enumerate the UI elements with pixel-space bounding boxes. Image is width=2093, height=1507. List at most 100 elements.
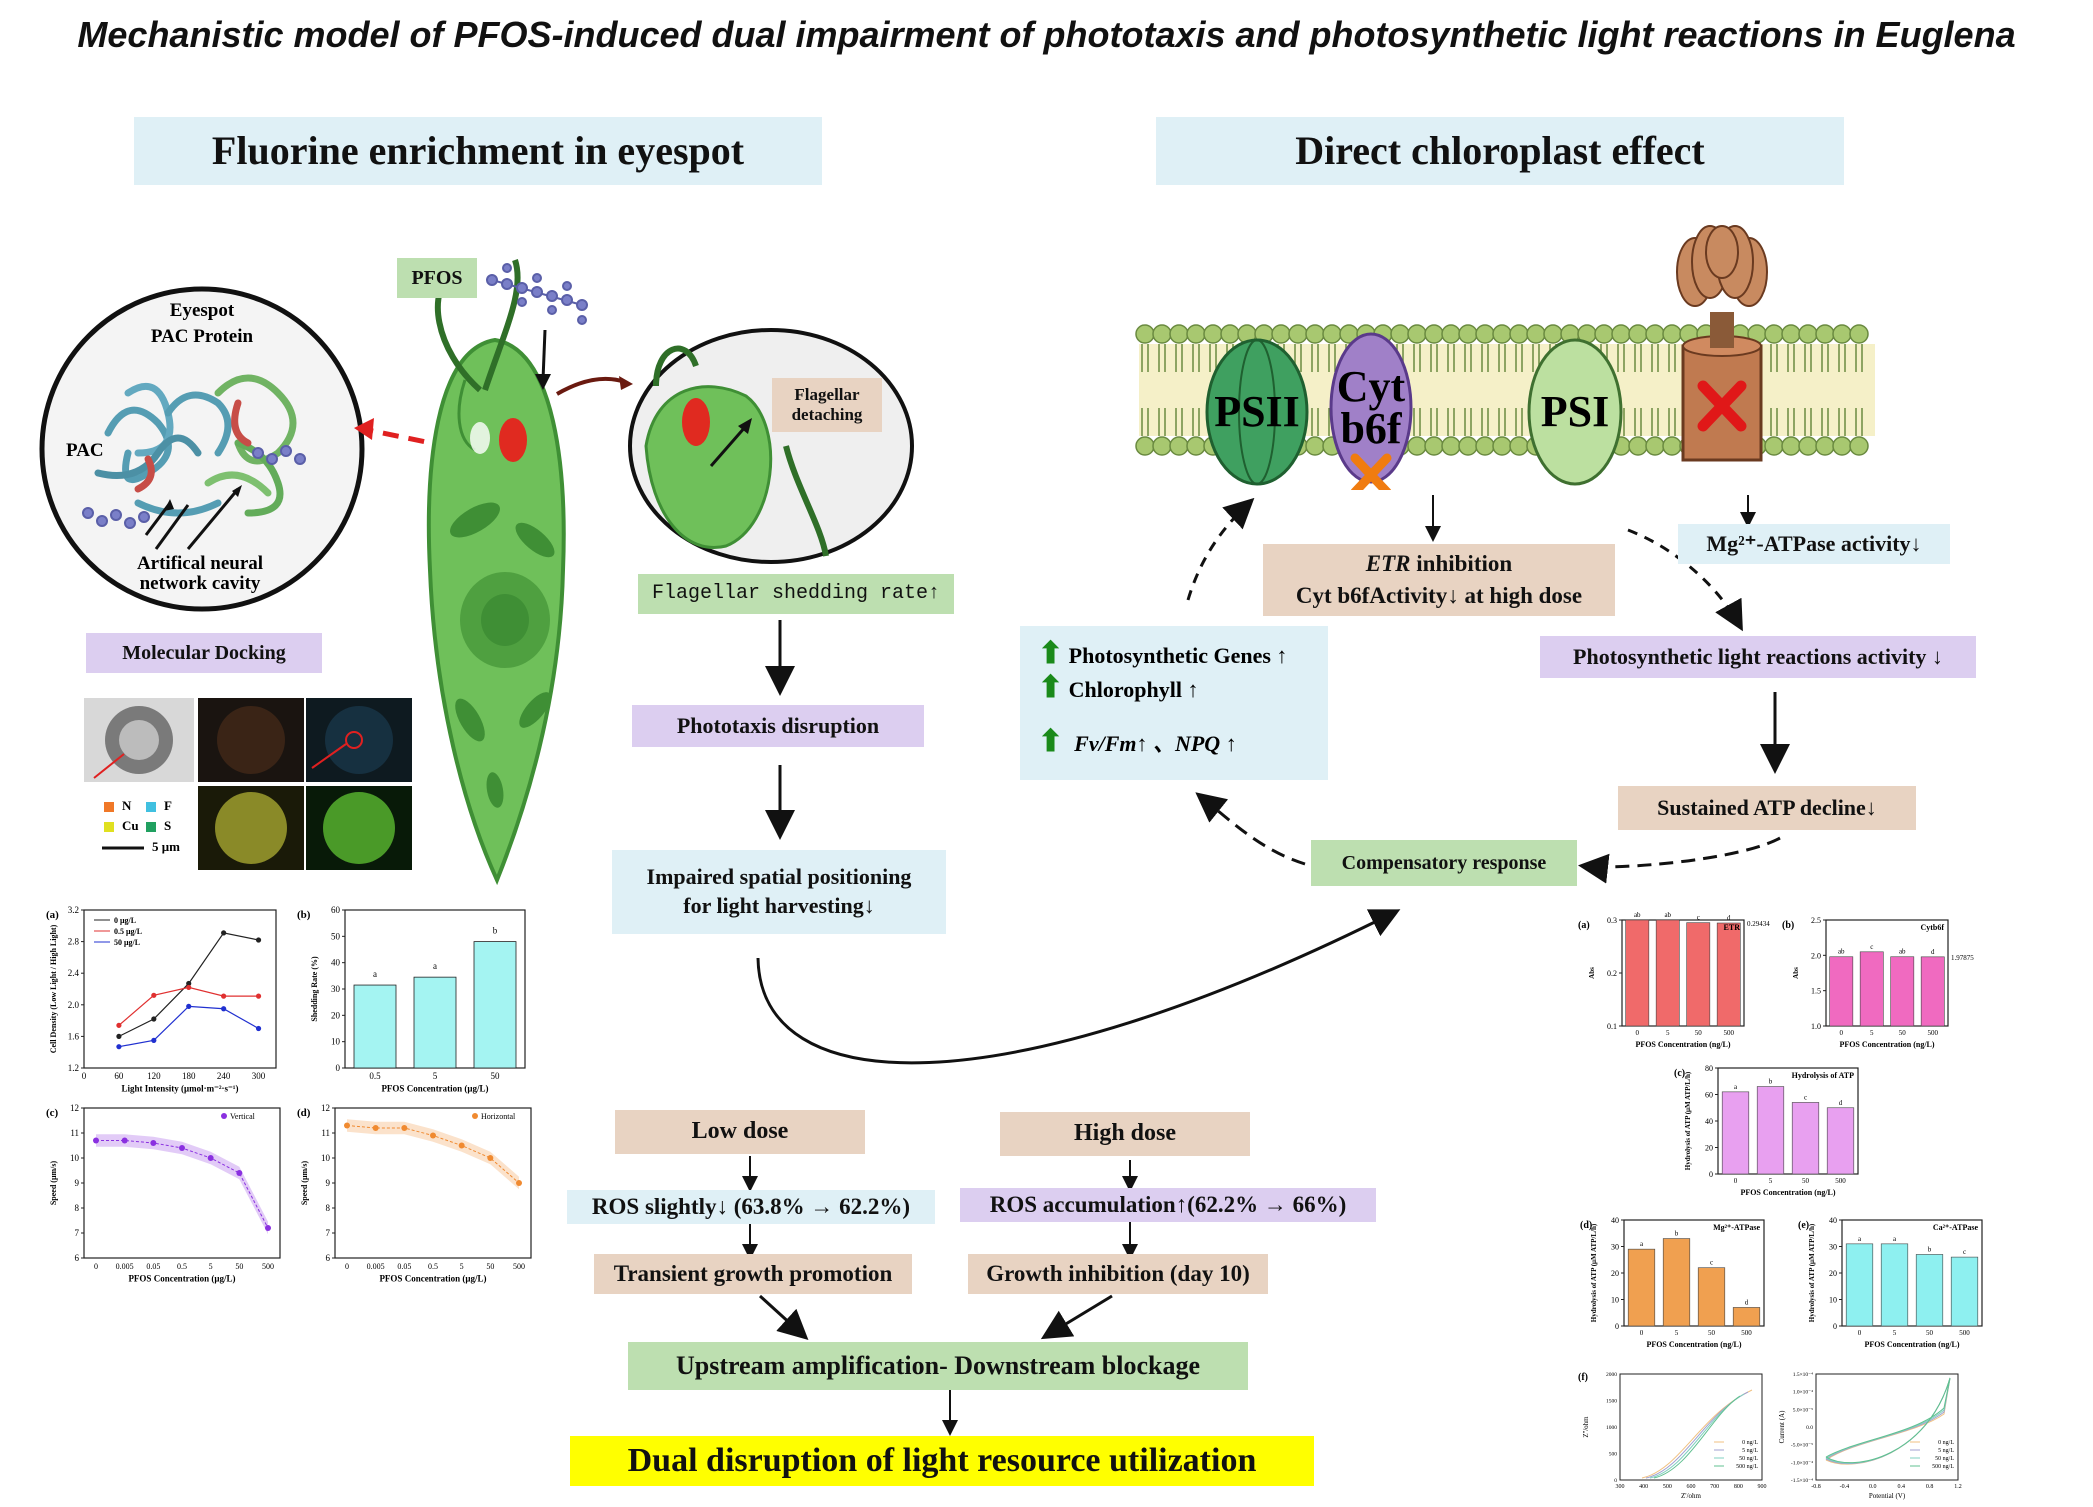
ros-high-box: ROS accumulation↑(62.2% → 66%)	[960, 1188, 1376, 1222]
x-axis-label: PFOS Concentration (ng/L)	[1740, 1188, 1835, 1197]
x-tick-label: 180	[182, 1071, 196, 1081]
x-tick-label: 240	[217, 1071, 231, 1081]
y-tick-label: 5.0×10⁻⁵	[1793, 1407, 1813, 1413]
y-tick-label: 40	[1829, 1216, 1837, 1225]
bar	[1756, 1086, 1785, 1175]
pac-protein-illustration	[39, 286, 365, 612]
compensatory-response-box: Compensatory response	[1311, 840, 1577, 886]
panel-label: (a)	[46, 909, 59, 921]
bar	[413, 976, 457, 1069]
right-section-header: Direct chloroplast effect	[1156, 117, 1844, 185]
legend-f: F	[164, 798, 172, 813]
data-point	[121, 1137, 128, 1144]
y-tick-label: 0.2	[1607, 969, 1617, 978]
cavity-label-line2: network cavity	[139, 573, 261, 594]
y-tick-label: 6	[326, 1253, 331, 1263]
x-axis-label: PFOS Concentration (μg/L)	[381, 1083, 488, 1093]
x-tick-label: 0.5	[369, 1071, 381, 1081]
bar	[1826, 1107, 1855, 1175]
bar-label: b	[1675, 1230, 1679, 1238]
x-tick-label: 500	[262, 1262, 274, 1271]
data-point	[255, 937, 262, 943]
bar-label: a	[1893, 1235, 1897, 1243]
up-arrow-icon: ⬆	[1038, 725, 1064, 758]
legend-swatch	[221, 1113, 227, 1119]
y-tick-label: 0.1	[1607, 1022, 1617, 1031]
y-tick-label: 1.5×10⁻⁴	[1793, 1372, 1813, 1378]
y-tick-label: 2.0	[68, 1000, 80, 1010]
y-axis-label: Speed (μm/s)	[300, 1161, 309, 1206]
bar-label: ab	[1664, 911, 1671, 919]
x-tick-label: 5	[1769, 1177, 1773, 1185]
panel-label: (c)	[1674, 1068, 1685, 1079]
x-tick-label: 0	[1640, 1329, 1644, 1337]
data-point	[150, 1140, 157, 1146]
y-tick-label: 6	[75, 1253, 80, 1263]
y-tick-label: 11	[321, 1128, 330, 1138]
legend-label: 0 ng/L	[1938, 1440, 1954, 1446]
bar	[1662, 1238, 1691, 1327]
x-tick-label: 0	[1840, 1029, 1844, 1037]
y-tick-label: 2.4	[68, 968, 80, 978]
bar	[1721, 1091, 1750, 1175]
y-tick-label: 9	[326, 1178, 331, 1188]
bar	[1880, 1243, 1909, 1327]
bar	[1625, 919, 1650, 1027]
bar	[1791, 1102, 1820, 1175]
panel-label: (d)	[297, 1107, 311, 1119]
y-tick-label: 1.0×10⁻⁴	[1793, 1390, 1813, 1396]
legend-label: Vertical	[230, 1112, 256, 1121]
page-title: Mechanistic model of PFOS-induced dual i…	[77, 14, 2016, 55]
x-tick-label: 0.05	[146, 1262, 160, 1271]
data-point	[430, 1132, 436, 1139]
series-line	[1645, 1391, 1749, 1479]
panel-label: (d)	[1580, 1220, 1592, 1231]
legend-label: 5 ng/L	[1938, 1448, 1954, 1454]
fvfm-text: Fv/Fm↑ 、NPQ ↑	[1074, 731, 1237, 756]
y-tick-label: 40	[331, 958, 341, 968]
bar	[1716, 922, 1741, 1027]
bar-label: a	[433, 961, 437, 971]
y-tick-label: 9	[75, 1178, 80, 1188]
y-tick-label: 30	[1829, 1243, 1837, 1252]
x-tick-label: 5	[460, 1262, 464, 1271]
y-tick-label: 1.2	[68, 1063, 79, 1073]
x-tick-label: 0	[345, 1262, 349, 1271]
bar-label: a	[373, 969, 377, 979]
data-point	[116, 1044, 122, 1050]
bar	[1915, 1254, 1944, 1327]
chart-title: Mg²⁺-ATPase	[1713, 1223, 1760, 1232]
y-tick-label: 2.5	[1811, 916, 1821, 925]
series-line	[1649, 1393, 1745, 1479]
chart-title: Cytb6f	[1920, 923, 1944, 932]
y-axis-label: Z''/ohm	[1582, 1416, 1590, 1438]
x-axis-label: PFOS Concentration (ng/L)	[1839, 1040, 1934, 1049]
left-section-header: Fluorine enrichment in eyespot	[134, 117, 822, 185]
chart-cytb6f: 1.01.52.02.5(b)PFOS Concentration (ng/L)…	[1782, 916, 1974, 1049]
y-tick-label: 0	[1614, 1478, 1617, 1484]
low-dose-box: Low dose	[615, 1110, 865, 1154]
flagellar-detach-illustration	[628, 328, 914, 564]
flagellar-detach-line1: Flagellar	[794, 385, 860, 404]
x-tick-label: 400	[1639, 1484, 1648, 1490]
upstream-downstream-box: Upstream amplification- Downstream block…	[628, 1342, 1248, 1390]
positioning-line1: Impaired spatial positioning	[646, 864, 912, 890]
y-tick-label: -1.0×10⁻⁴	[1791, 1460, 1813, 1466]
x-tick-label: 0.8	[1926, 1484, 1934, 1490]
y-axis-label: Speed (μm/s)	[49, 1161, 58, 1206]
etr-italic: ETR	[1365, 551, 1411, 576]
y-tick-label: 30	[1611, 1243, 1619, 1252]
y-tick-label: 0	[1833, 1322, 1837, 1331]
x-tick-label: 600	[1687, 1484, 1696, 1490]
y-tick-label: 60	[331, 905, 341, 915]
data-point	[93, 1137, 99, 1144]
x-axis-label: PFOS Concentration (ng/L)	[1635, 1040, 1730, 1049]
bar	[1697, 1267, 1726, 1327]
panel-label: (b)	[297, 909, 311, 921]
chart-title: Ca²⁺-ATPase	[1933, 1223, 1979, 1232]
